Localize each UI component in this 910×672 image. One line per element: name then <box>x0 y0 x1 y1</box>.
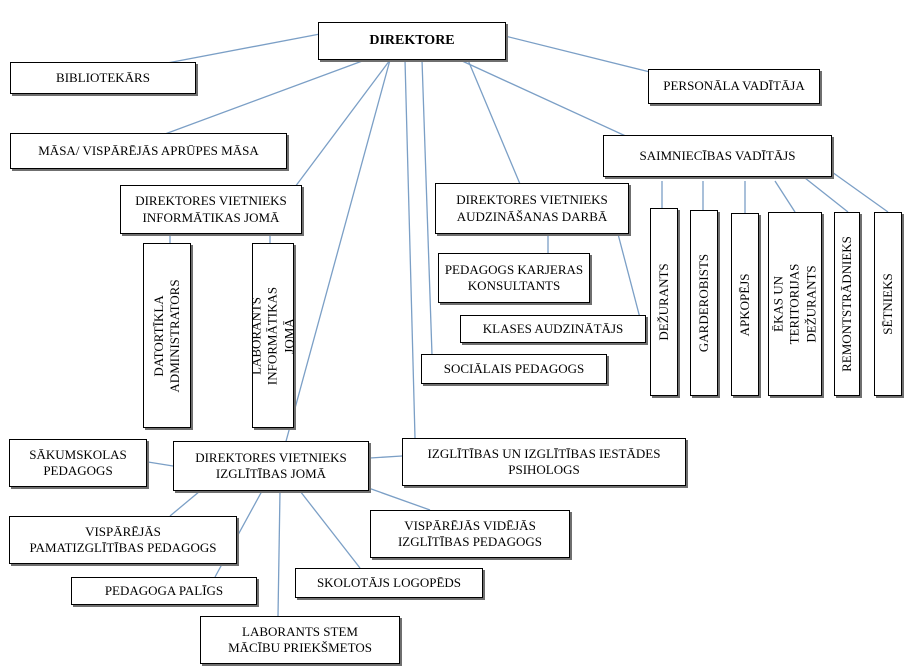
connector-line <box>504 35 651 73</box>
connector-line <box>164 59 366 135</box>
node-karjeras-konsultants: PEDAGOGS KARJERAS KONSULTANTS <box>438 253 590 303</box>
node-personala-vaditaja: PERSONĀLA VADĪTĀJA <box>648 69 820 104</box>
node-vietnieks-informatika: DIREKTORES VIETNIEKS INFORMĀTIKAS JOMĀ <box>120 185 302 234</box>
node-label: SĒTNIEKS <box>879 273 895 335</box>
node-datortikla-administrators: DATORTĪKLA ADMINISTRATORS <box>143 243 191 428</box>
node-saimniecibas-vaditajs: SAIMNIECĪBAS VADĪTĀJS <box>603 135 832 177</box>
connector-line <box>161 33 321 65</box>
connector-line <box>369 455 403 459</box>
node-laborants-informatika: LABORANTS INFORMĀTIKAS JOMĀ <box>249 243 296 428</box>
connector-line <box>467 59 521 185</box>
node-label: DEŽURANTS <box>655 263 671 341</box>
node-vietnieks-izglitiba: DIREKTORES VIETNIEKS IZGLĪTĪBAS JOMĀ <box>173 441 369 491</box>
node-label: DATORTĪKLA ADMINISTRATORS <box>150 278 182 393</box>
node-label: REMONTSTRĀDNIEKS <box>838 236 854 372</box>
connector-line <box>277 490 281 617</box>
node-masa: MĀSA/ VISPĀRĒJĀS APRŪPES MĀSA <box>10 133 287 169</box>
node-psihologs: IZGLĪTĪBAS UN IZGLĪTĪBAS IESTĀDES PSIHOL… <box>402 438 686 486</box>
node-socialais-pedagogs: SOCIĀLAIS PEDAGOGS <box>421 354 607 384</box>
node-ekas-dezurants: ĒKAS UN TERITORIJAS DEŽURANTS <box>768 212 822 396</box>
node-apkopejs: APKOPĒJS <box>731 213 759 396</box>
connector-line <box>617 233 641 319</box>
node-setnieks: SĒTNIEKS <box>874 212 902 396</box>
node-laborants-stem: LABORANTS STEM MĀCĪBU PRIEKŠMETOS <box>200 616 400 664</box>
node-videjas-pedagogs: VISPĀRĒJĀS VIDĒJĀS IZGLĪTĪBAS PEDAGOGS <box>370 510 570 558</box>
node-pamatizglitibas-pedagogs: VISPĀRĒJĀS PAMATIZGLĪTĪBAS PEDAGOGS <box>9 516 237 564</box>
node-sakumskolas-pedagogs: SĀKUMSKOLAS PEDAGOGS <box>9 439 147 487</box>
connector-line <box>459 59 631 139</box>
connector-line <box>169 490 201 517</box>
node-logopeds: SKOLOTĀJS LOGOPĒDS <box>295 568 483 598</box>
node-pedagoga-paligs: PEDAGOGA PALĪGS <box>71 577 257 605</box>
node-label: LABORANTS INFORMĀTIKAS JOMĀ <box>248 286 297 385</box>
node-klases-audzinatajs: KLASES AUDZINĀTĀJS <box>460 315 646 343</box>
node-remontstradnieks: REMONTSTRĀDNIEKS <box>834 212 860 396</box>
connector-line <box>299 490 361 569</box>
node-label: GARDEROBISTS <box>695 253 711 353</box>
connector-line <box>774 180 796 213</box>
node-bibliotekars: BIBLIOTEKĀRS <box>10 62 196 94</box>
node-direktore: DIREKTORE <box>318 22 506 60</box>
connector-line <box>831 171 889 213</box>
connector-line <box>284 59 391 446</box>
connector-line <box>294 59 391 188</box>
connector-line <box>404 59 416 439</box>
node-vietnieks-audzinasana: DIREKTORES VIETNIEKS AUDZINĀŠANAS DARBĀ <box>435 183 629 234</box>
connector-line <box>147 461 174 467</box>
node-garderobists: GARDEROBISTS <box>690 210 718 396</box>
connector-line <box>421 59 433 356</box>
connector-line <box>359 484 431 511</box>
node-label: APKOPĒJS <box>736 273 752 336</box>
node-label: ĒKAS UN TERITORIJAS DEŽURANTS <box>770 263 819 345</box>
connector-line <box>804 177 849 213</box>
node-dezurants: DEŽURANTS <box>650 208 678 396</box>
